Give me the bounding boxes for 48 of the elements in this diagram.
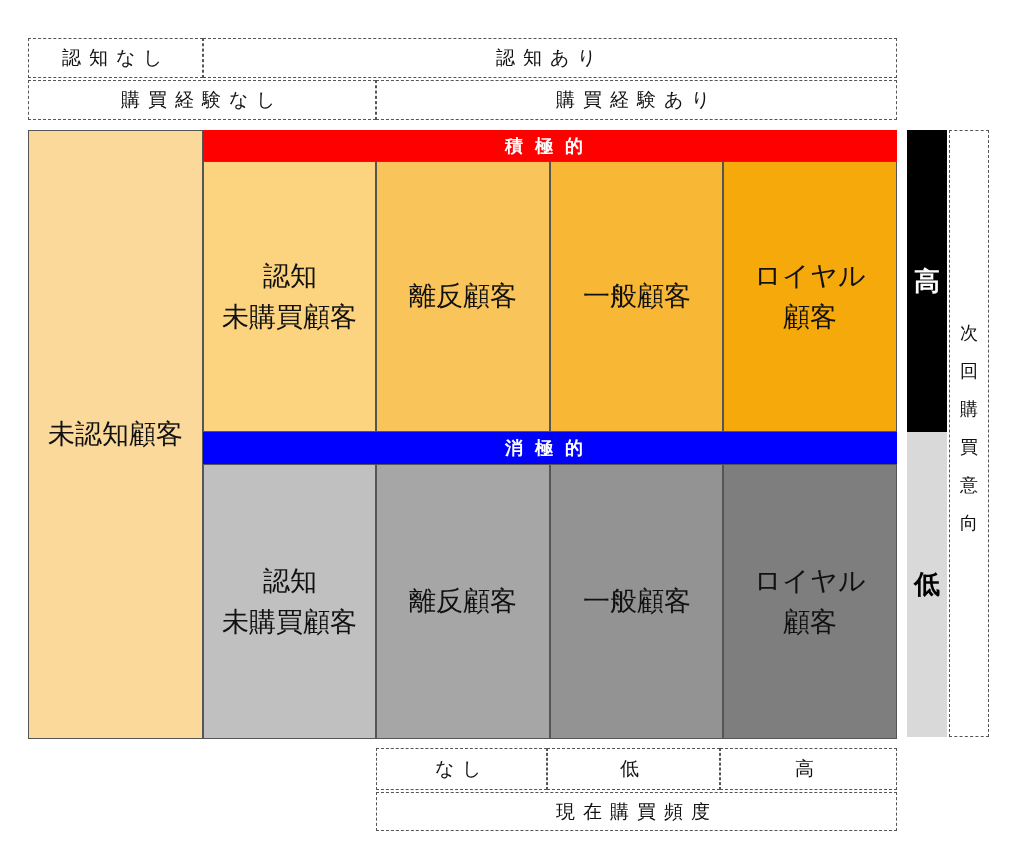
axis-title: 次回購買意向 [960, 320, 978, 535]
axis-title-box [949, 130, 989, 737]
segment-label: 一般顧客 [582, 584, 691, 619]
band-label: 消極的 [505, 436, 595, 460]
header-label: 認知なし [61, 45, 170, 70]
segment-cell [376, 464, 550, 739]
segment-cell [550, 464, 723, 739]
segment-cell [723, 161, 897, 432]
header-cell [376, 748, 547, 790]
segment-label: 認知 [262, 564, 317, 598]
segment-label: 顧客 [783, 299, 837, 334]
segment-label: 一般顧客 [582, 279, 691, 314]
scale-bar [907, 130, 947, 432]
segment-label: 未購買顧客 [222, 604, 357, 639]
segment-cell [723, 464, 897, 739]
segment-label: 未購買顧客 [222, 299, 357, 334]
header-label: なし [434, 756, 489, 781]
axis-title: 現在購買頻度 [555, 798, 718, 824]
axis-title-box [376, 792, 897, 831]
segment-label: ロイヤル [754, 564, 866, 598]
segment-label: 離反顧客 [409, 279, 517, 314]
attitude-band [203, 130, 897, 161]
segment-cell [376, 161, 550, 432]
header-cell [203, 38, 897, 78]
header-label: 購買経験なし [121, 87, 283, 112]
attitude-band [203, 432, 897, 464]
segment-cell [28, 130, 203, 739]
scale-label: 低 [914, 568, 940, 601]
scale-bar [907, 432, 947, 737]
scale-label: 高 [914, 264, 940, 298]
header-cell [28, 80, 376, 120]
header-label: 認知あり [496, 45, 604, 70]
segment-label: 離反顧客 [409, 584, 517, 619]
segment-cell [203, 161, 376, 432]
header-label: 購買経験あり [555, 87, 718, 112]
segment-label: ロイヤル [754, 259, 866, 293]
header-cell [720, 748, 897, 790]
segment-cell [550, 161, 723, 432]
header-cell [376, 80, 897, 120]
band-label: 積極的 [505, 133, 595, 158]
header-label: 高 [795, 756, 822, 781]
segment-cell [203, 464, 376, 739]
segment-label: 顧客 [783, 604, 837, 639]
header-cell [28, 38, 203, 78]
segment-label: 未認知顧客 [48, 417, 183, 452]
header-label: 低 [620, 756, 647, 781]
segment-label: 認知 [262, 259, 317, 293]
header-cell [547, 748, 720, 790]
